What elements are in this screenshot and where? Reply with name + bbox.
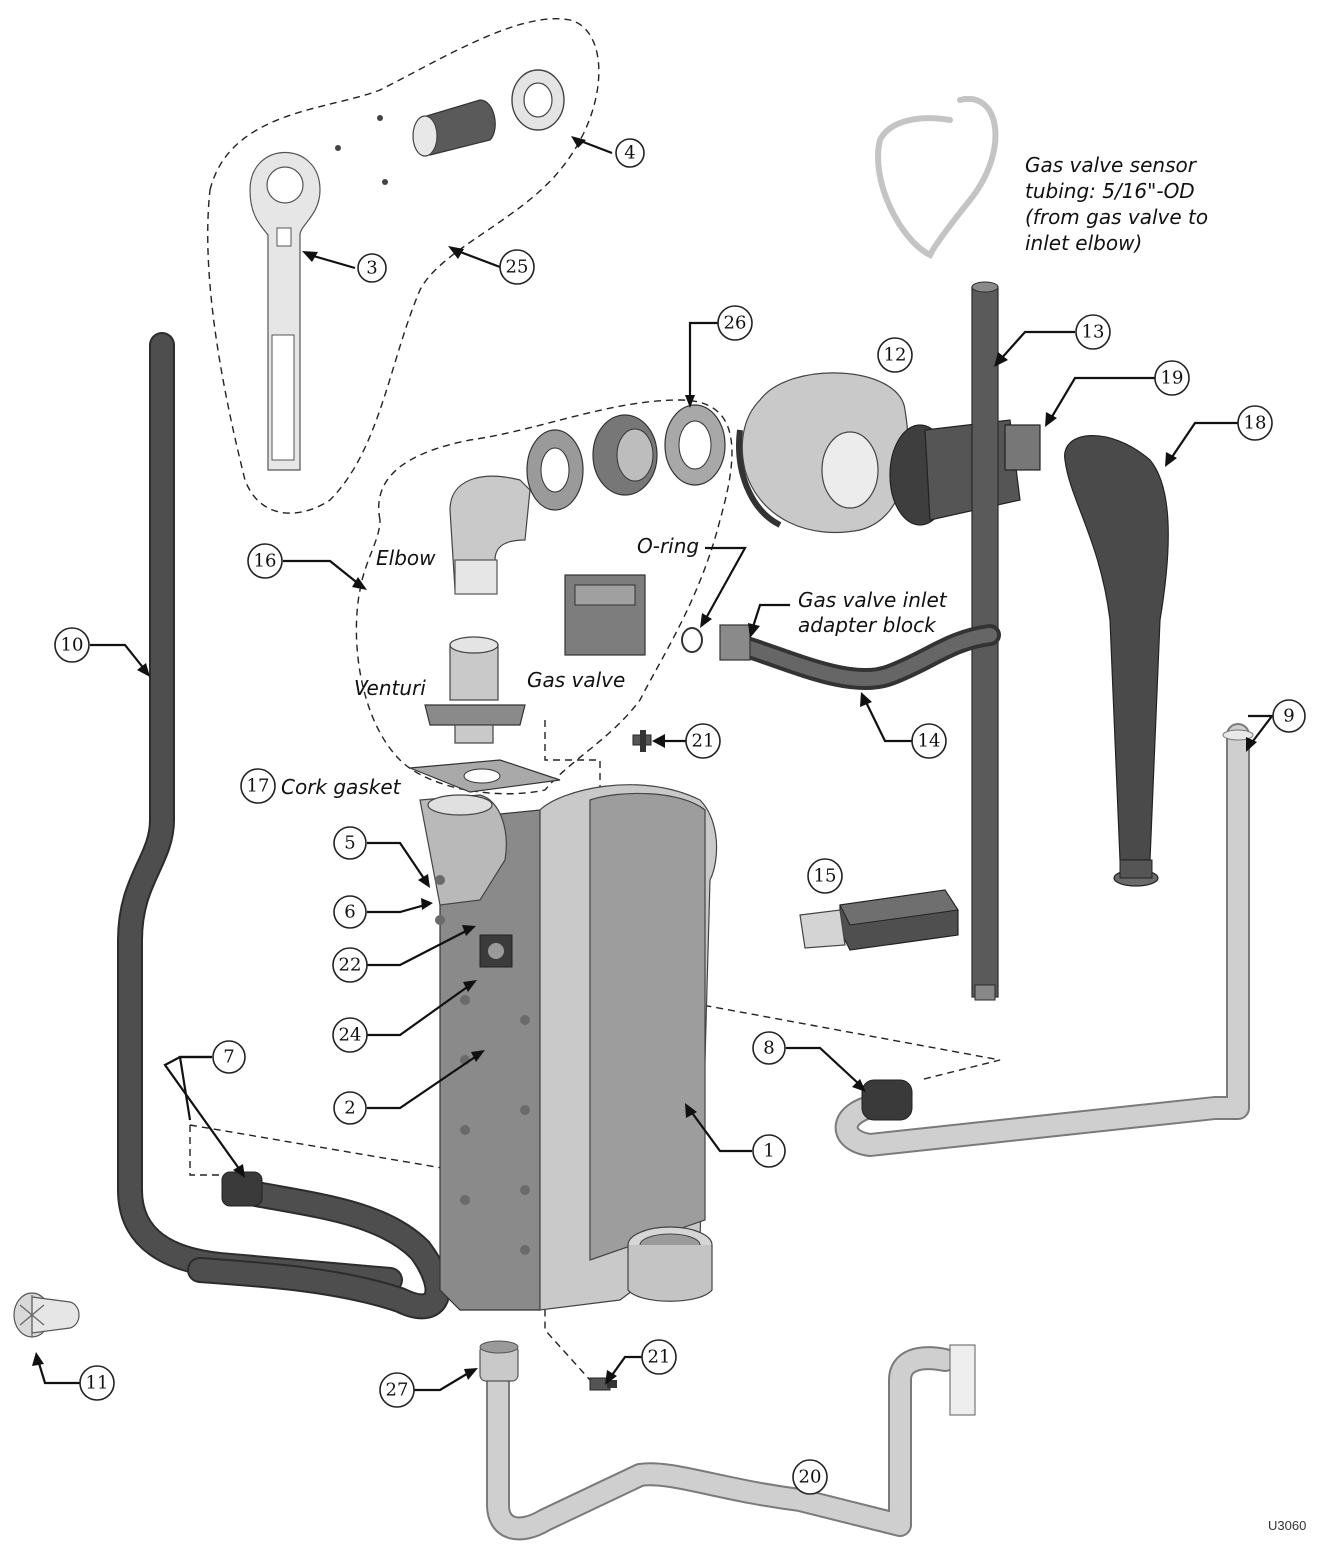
o-ring-label: O-ring [637, 534, 699, 558]
sensor-tubing-label-line2: tubing: 5/16"-OD [1025, 179, 1195, 203]
svg-text:26: 26 [724, 313, 747, 334]
gas-line-14-part [719, 624, 1001, 690]
callout-3: 3 [357, 253, 387, 283]
pipe-7-coupling [221, 1171, 263, 1207]
gas-valve-part [564, 574, 703, 656]
callout-13: 13 [1075, 314, 1111, 350]
svg-text:7: 7 [223, 1047, 234, 1068]
blower-outlet-19-part [889, 419, 1041, 526]
callout-22: 22 [332, 947, 368, 983]
callout-19: 19 [1154, 360, 1190, 396]
gas-valve-label: Gas valve [527, 668, 625, 692]
callout-11: 11 [79, 1365, 115, 1401]
svg-text:5: 5 [344, 833, 355, 854]
cork-gasket-part [409, 759, 561, 793]
pipe-7-part-core [189, 1179, 449, 1318]
pipe-10-part-core [119, 334, 401, 1291]
svg-text:21: 21 [692, 731, 715, 752]
svg-text:11: 11 [86, 1373, 109, 1394]
sensor-tubing-loop [875, 95, 999, 260]
callout-14: 14 [911, 723, 947, 759]
callout-18: 18 [1237, 405, 1273, 441]
svg-text:25: 25 [506, 257, 529, 278]
callout-9: 9 [1272, 699, 1306, 733]
svg-text:13: 13 [1082, 322, 1105, 343]
svg-text:6: 6 [344, 902, 355, 923]
group-16-outline [355, 399, 733, 795]
venturi-label: Venturi [354, 676, 426, 700]
svg-text:27: 27 [386, 1380, 409, 1401]
svg-text:15: 15 [814, 866, 837, 887]
part-4-flange [511, 69, 565, 131]
callout-12: 12 [877, 337, 913, 373]
callout-27: 27 [379, 1372, 415, 1408]
svg-text:24: 24 [339, 1025, 362, 1046]
svg-text:3: 3 [366, 258, 377, 279]
part-11-fitting [13, 1292, 80, 1338]
svg-text:22: 22 [339, 955, 362, 976]
inlet-adapter-label-line1: Gas valve inlet [798, 588, 948, 612]
callout-26: 26 [717, 305, 753, 341]
sensor-tubing-label-line1: Gas valve sensor [1025, 153, 1198, 177]
part-15-block [799, 889, 959, 951]
callout-21-top: 21 [685, 723, 721, 759]
gasket-discs [526, 404, 726, 511]
pipe-20-tee [949, 1344, 976, 1416]
screws-small [335, 115, 388, 185]
sensor-tubing-label-line4: inlet elbow) [1025, 231, 1142, 255]
elbow-label: Elbow [376, 546, 436, 570]
callout-24: 24 [332, 1017, 368, 1053]
leader-lines [32, 136, 1275, 1392]
part-3-bracket [249, 151, 321, 471]
callout-17: 17 [240, 768, 276, 804]
svg-text:16: 16 [254, 551, 277, 572]
callout-5: 5 [333, 826, 367, 860]
pipe-8-coupling [861, 1079, 913, 1121]
coupling-27-part [479, 1340, 519, 1382]
callout-10: 10 [54, 627, 90, 663]
blower-12-part [736, 372, 909, 534]
callout-6: 6 [333, 895, 367, 929]
svg-text:21: 21 [648, 1347, 671, 1368]
venturi-part [424, 636, 526, 744]
callout-2: 2 [333, 1091, 367, 1125]
figure-code: U3060 [1268, 1518, 1306, 1533]
intake-18-part [1064, 435, 1169, 887]
part-21-sensor-top [632, 730, 652, 752]
svg-text:9: 9 [1283, 706, 1294, 727]
svg-text:14: 14 [918, 731, 941, 752]
callout-7: 7 [212, 1040, 246, 1074]
svg-text:4: 4 [624, 143, 635, 164]
svg-text:12: 12 [884, 345, 907, 366]
elbow-part [449, 475, 531, 595]
svg-text:19: 19 [1161, 368, 1184, 389]
cork-gasket-label: Cork gasket [281, 775, 402, 799]
group-25-outline [207, 18, 600, 514]
callout-8: 8 [752, 1031, 786, 1065]
callout-20: 20 [792, 1459, 828, 1495]
sensor-tubing-label-line3: (from gas valve to [1025, 205, 1208, 229]
callout-21-bottom: 21 [641, 1339, 677, 1375]
svg-text:8: 8 [763, 1038, 774, 1059]
inlet-adapter-label-line2: adapter block [798, 613, 937, 637]
callout-1: 1 [752, 1134, 786, 1168]
part-25-cylinder [412, 99, 496, 157]
part-21-sensor-bottom [589, 1377, 617, 1391]
callout-4: 4 [615, 138, 645, 168]
pipe-9-top [1222, 729, 1254, 741]
callout-25: 25 [499, 249, 535, 285]
svg-text:2: 2 [344, 1098, 355, 1119]
pipe-20-part [488, 1348, 955, 1539]
svg-text:17: 17 [247, 776, 270, 797]
svg-text:1: 1 [763, 1141, 774, 1162]
svg-text:20: 20 [799, 1467, 822, 1488]
heat-exchanger-1-part [419, 784, 718, 1311]
callout-15: 15 [807, 858, 843, 894]
callout-16: 16 [247, 543, 283, 579]
svg-text:10: 10 [61, 635, 84, 656]
svg-text:18: 18 [1244, 413, 1267, 434]
